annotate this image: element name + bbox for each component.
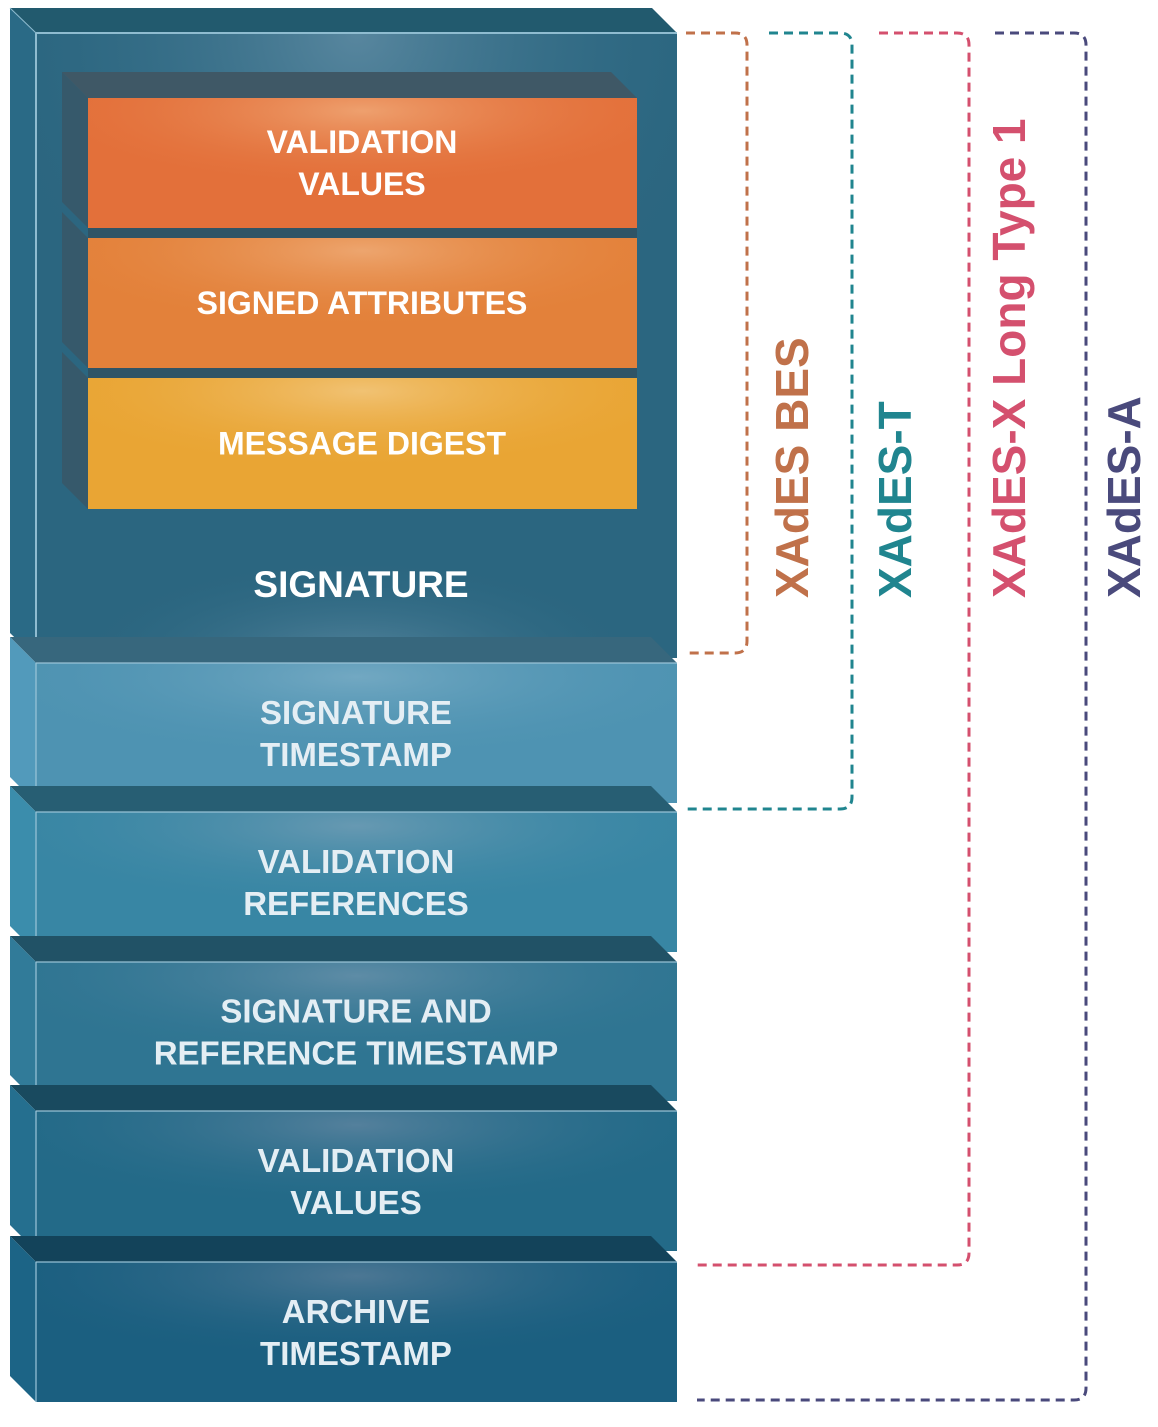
layer-glow: [36, 962, 677, 1101]
level-bracket: [697, 31, 971, 1267]
layer-label: SIGNATURE AND: [220, 993, 491, 1030]
layer-label: VALIDATION: [258, 843, 455, 880]
layer-left-bevel: [10, 1236, 36, 1402]
layer-label: SIGNATURE: [260, 694, 452, 731]
layer-block: VALIDATION VALUES: [10, 1085, 677, 1251]
level-label: XAdES-T: [869, 401, 921, 598]
inner-block: SIGNED ATTRIBUTES: [62, 212, 637, 368]
inner-block-glow: [88, 378, 637, 509]
layer-left-bevel: [10, 936, 36, 1101]
level-label: XAdES BES: [766, 337, 818, 598]
layer-top-bevel: [10, 1236, 677, 1262]
layer-stack: SIGNATURE TIMESTAMP VALIDATION REFERENCES SI…: [10, 637, 677, 1402]
layer-block: SIGNATURE AND REFERENCE TIMESTAMP: [10, 936, 677, 1101]
signature-top-bevel: [10, 8, 677, 33]
layer-block: ARCHIVE TIMESTAMP: [10, 1236, 677, 1402]
layer-left-bevel: [10, 637, 36, 803]
level-labels: XAdES BES XAdES-T XAdES-X Long Type 1 XAdES…: [766, 118, 1150, 598]
layer-block: VALIDATION REFERENCES: [10, 786, 677, 952]
inner-block-label: MESSAGE DIGEST: [218, 426, 507, 462]
inner-block-label: VALIDATION: [267, 124, 458, 160]
layer-glow: [36, 1262, 677, 1402]
inner-block-left-bevel: [62, 72, 88, 228]
layer-block: SIGNATURE TIMESTAMP: [10, 637, 677, 803]
inner-block-label: SIGNED ATTRIBUTES: [197, 285, 528, 321]
level-bracket: [697, 31, 1088, 1402]
layer-left-bevel: [10, 1085, 36, 1251]
layer-label: ARCHIVE: [282, 1293, 431, 1330]
layer-label: VALIDATION: [258, 1142, 455, 1179]
signature-block: VALIDATION VALUES SIGNED ATTRIBUTES MESSAGE…: [9, 7, 677, 658]
layer-label: REFERENCES: [243, 885, 469, 922]
layer-label: REFERENCE TIMESTAMP: [154, 1035, 559, 1072]
inner-block-left-bevel: [62, 212, 88, 368]
layer-label: VALUES: [290, 1184, 421, 1221]
level-brackets: [686, 31, 1088, 1402]
level-label: XAdES-A: [1098, 396, 1150, 598]
level-bracket: [686, 31, 854, 811]
layer-label: TIMESTAMP: [260, 1335, 452, 1372]
layer-left-bevel: [10, 786, 36, 952]
layer-glow: [36, 812, 677, 952]
inner-stack-top-bevel: [62, 72, 637, 98]
inner-block-gap: [88, 368, 637, 378]
signature-left-bevel: [10, 8, 36, 658]
inner-block-gap: [88, 228, 637, 238]
signature-label: SIGNATURE: [253, 564, 468, 605]
inner-block-left-bevel: [62, 352, 88, 509]
inner-block: MESSAGE DIGEST: [62, 352, 637, 509]
layer-glow: [36, 663, 677, 803]
layer-top-bevel: [10, 786, 677, 812]
inner-block-glow: [88, 98, 637, 228]
inner-block: VALIDATION VALUES: [62, 72, 637, 228]
layer-top-bevel: [10, 936, 677, 962]
signature-inner-blocks: VALIDATION VALUES SIGNED ATTRIBUTES MESSAGE…: [62, 72, 637, 509]
layer-glow: [36, 1111, 677, 1251]
layer-top-bevel: [10, 637, 677, 663]
level-bracket: [686, 31, 749, 655]
layer-label: TIMESTAMP: [260, 736, 452, 773]
signature-bevel-corner: [9, 7, 37, 34]
layer-top-bevel: [10, 1085, 677, 1111]
level-label: XAdES-X Long Type 1: [983, 118, 1035, 598]
inner-block-label: VALUES: [298, 166, 425, 202]
inner-block-glow: [88, 238, 637, 368]
